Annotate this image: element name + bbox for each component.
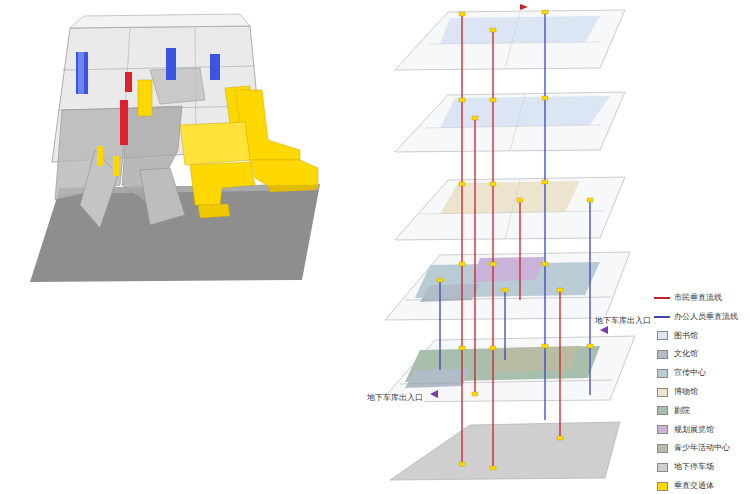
legend-swatch [657, 463, 668, 472]
entrance-label: 地下车库出入口 [594, 316, 652, 326]
legend-swatch [657, 331, 668, 340]
legend-text: 剧院 [674, 406, 690, 416]
legend-text: 市民垂直流线 [674, 293, 722, 303]
legend-line-sample [654, 316, 670, 318]
legend-swatch [657, 388, 668, 397]
legend-text: 博物馆 [674, 387, 698, 397]
legend-text: 青少年活动中心 [674, 443, 730, 453]
legend-swatch [657, 406, 668, 415]
entrance-label: 地下车库出入口 [366, 393, 424, 403]
massing-model [30, 14, 320, 282]
legend-text: 垂直交通体 [674, 481, 714, 491]
legend-text: 规划展览馆 [674, 425, 714, 435]
legend-text: 宣传中心 [674, 368, 706, 378]
legend-swatch [657, 350, 668, 359]
legend-text: 办公人员垂直流线 [674, 312, 738, 322]
legend-text: 图书馆 [674, 331, 698, 341]
legend-text: 地下停车场 [674, 462, 714, 472]
legend-swatch [657, 369, 668, 378]
legend-swatch [657, 482, 668, 491]
legend-line-sample [654, 297, 670, 299]
legend-text: 文化馆 [674, 349, 698, 359]
legend-swatch [657, 425, 668, 434]
exploded-floors [380, 4, 635, 480]
legend-swatch [657, 444, 668, 453]
